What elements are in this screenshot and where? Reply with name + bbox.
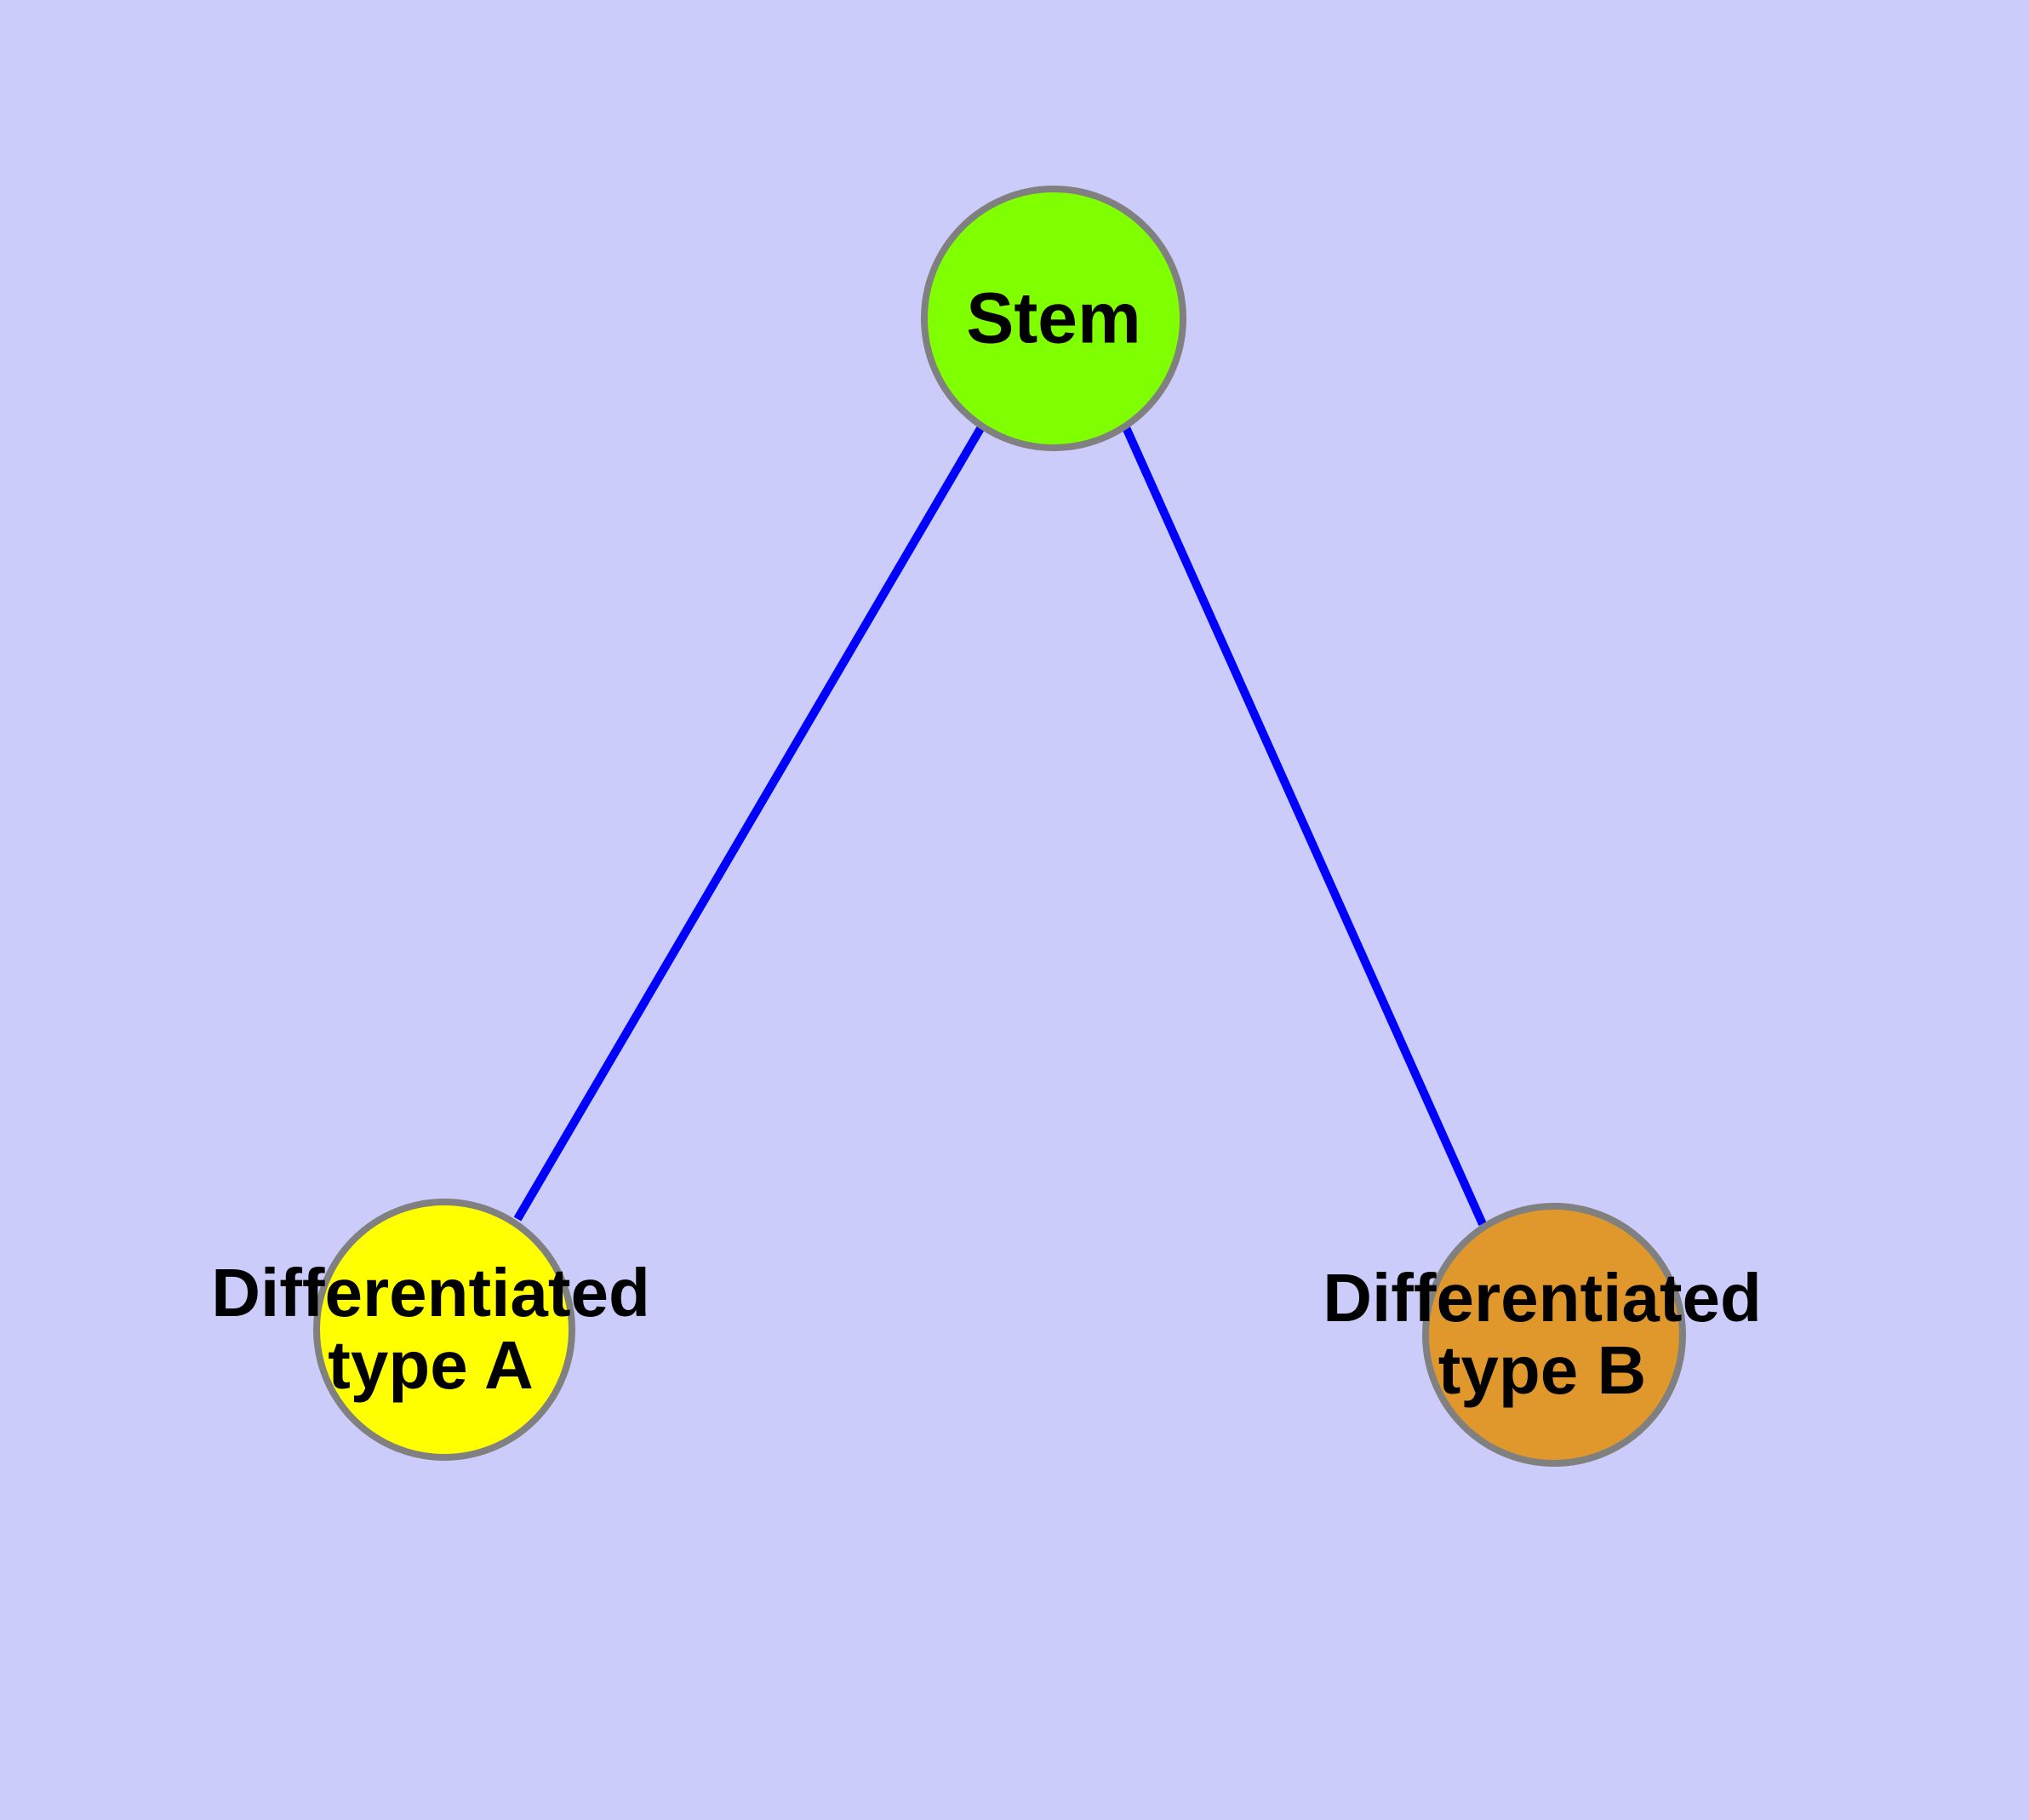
node-differentiated-type-a[interactable] (313, 1199, 575, 1461)
node-layer (313, 186, 1686, 1467)
node-stem[interactable] (921, 186, 1186, 451)
edge-stem-to-differentiated-type-b[interactable] (1121, 423, 1487, 1227)
edge-stem-to-differentiated-type-a[interactable] (513, 423, 986, 1222)
edge-layer (513, 423, 1487, 1227)
node-differentiated-type-b[interactable] (1422, 1203, 1686, 1467)
